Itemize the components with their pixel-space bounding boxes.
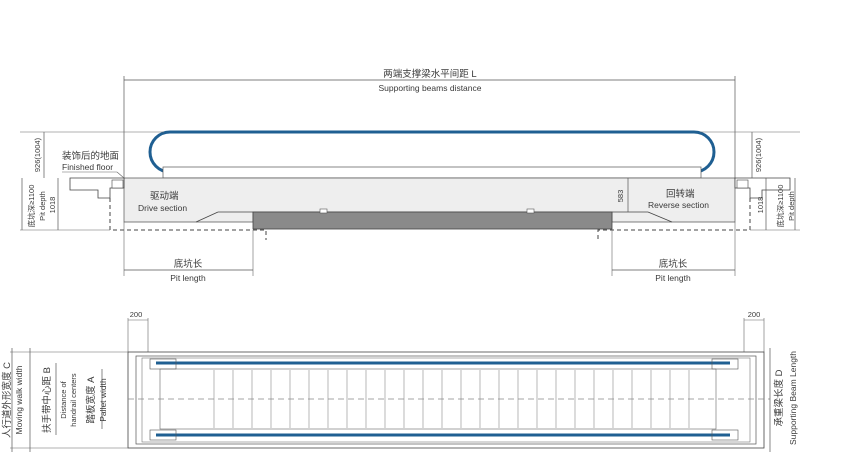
pit-depth-left-en: Pit depth: [38, 191, 47, 221]
handrail-loop: [148, 130, 716, 174]
dim-200-right: 200: [748, 310, 761, 319]
reverse-slope: [647, 211, 673, 223]
dim-926-right: 926(1004): [754, 137, 763, 172]
width-a-label-en: Pallet width: [98, 378, 108, 422]
width-a-label-cn: 踏板宽度 A: [85, 376, 97, 424]
pit-depth-left-cn: 底坑深≥1100: [26, 185, 36, 228]
width-b-label-cn: 扶手带中心距 B: [41, 367, 53, 433]
finished-floor-pointer: [116, 171, 125, 179]
finished-floor-label-cn: 装饰后的地面: [62, 150, 119, 162]
elevation-view: 两端支撑梁水平间距 L Supporting beams distance 装饰…: [20, 68, 800, 283]
truss-support-right: [526, 208, 535, 214]
pit-length-left-en: Pit length: [170, 273, 206, 283]
pit-depth-right-cn: 底坑深≥1100: [775, 185, 785, 228]
width-c-label-cn: 人行道外形宽度 C: [1, 362, 13, 438]
width-b-label-en1: Distance of: [59, 380, 68, 418]
balustrade-frame: [141, 357, 751, 443]
reverse-section-label-en: Reverse section: [648, 200, 709, 210]
plan-view: 200 200 人行道外形宽度 C Moving walk width 扶手带中…: [1, 310, 798, 452]
dim-583: 583: [616, 190, 625, 203]
pit-depth-right-en: Pit depth: [787, 191, 796, 221]
length-d-label-cn: 承重梁长度 D: [773, 369, 785, 426]
drive-section-label-cn: 驱动端: [150, 190, 179, 202]
pit-outline-left: [109, 198, 267, 240]
dim-200-left: 200: [130, 310, 143, 319]
newel-bottom-right: [711, 429, 739, 441]
length-d-label-en: Supporting Beam Length: [788, 351, 798, 445]
newel-top-right: [711, 358, 739, 370]
outer-frame: [127, 351, 765, 449]
pit-length-right-cn: 底坑长: [659, 258, 688, 270]
pit-length-left-cn: 底坑长: [174, 258, 203, 270]
newel-bottom-left: [149, 429, 177, 441]
drive-section-label-en: Drive section: [138, 203, 187, 213]
dim-1018-right: 1018: [756, 197, 765, 214]
floor-plate-left: [111, 179, 124, 189]
floor-plate-right: [736, 179, 749, 189]
balustrade-base: [162, 166, 702, 179]
truss-support-left: [319, 208, 328, 214]
span-label-en: Supporting beams distance: [378, 83, 481, 93]
pit-outline-right: [597, 198, 751, 240]
width-b-label-en2: handrail centers: [69, 373, 78, 427]
inner-frame: [135, 355, 757, 445]
finished-floor-label-en: Finished floor: [62, 162, 113, 172]
truss: [252, 211, 613, 230]
pit-length-right-en: Pit length: [655, 273, 691, 283]
dim-1018-left: 1018: [48, 197, 57, 214]
reverse-section-label-cn: 回转端: [666, 188, 695, 200]
drive-slope: [195, 211, 219, 223]
width-c-label-en: Moving walk width: [14, 365, 24, 434]
dim-926-left: 926(1004): [33, 137, 42, 172]
span-label-cn: 两端支撑梁水平间距 L: [383, 68, 476, 80]
